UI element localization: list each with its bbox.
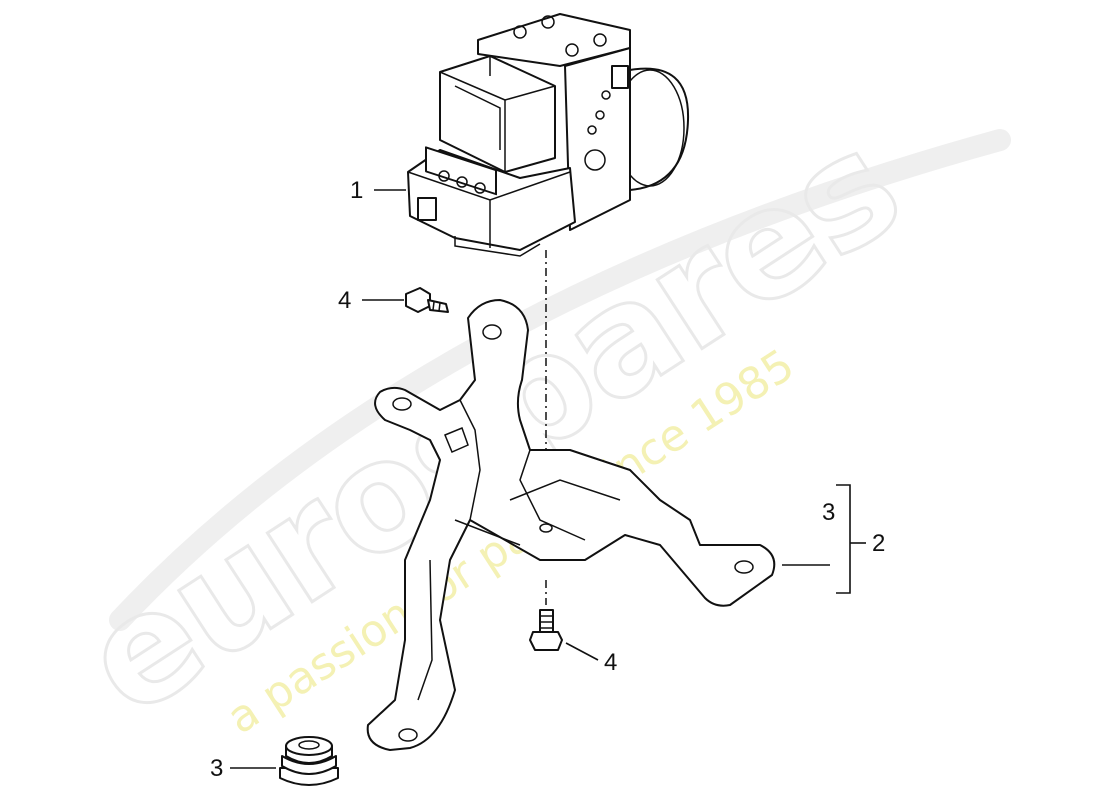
abs-hydraulic-unit — [407, 13, 690, 257]
rubber-mount — [279, 736, 339, 786]
bolt-upper — [405, 287, 449, 313]
bolt-lower — [529, 609, 563, 651]
callout-3-rubber-mount: 3 — [210, 755, 223, 782]
callout-3-bracket: 3 — [822, 499, 835, 526]
callout-1-abs-unit: 1 — [350, 177, 363, 204]
mounting-bracket — [366, 299, 776, 751]
callout-4-bolt-upper: 4 — [338, 287, 351, 314]
callout-2-bracket-assembly: 2 — [872, 530, 885, 557]
callout-4-bolt-lower: 4 — [604, 649, 617, 676]
callout-leaders — [230, 189, 866, 769]
